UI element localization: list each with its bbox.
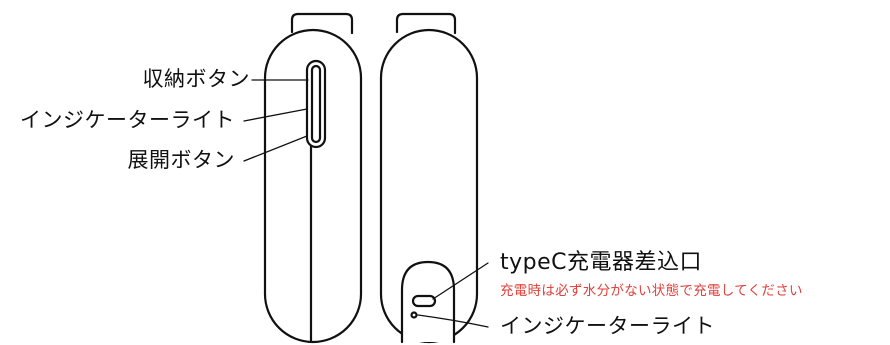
charging-warning: 充電時は必ず水分がない状態で充電してください <box>500 283 803 299</box>
typec-port-icon <box>411 294 437 308</box>
port-cover <box>400 260 456 344</box>
deploy-button-label: 展開ボタン <box>127 148 235 172</box>
indicator-led-icon <box>410 311 418 319</box>
leader-deploy <box>243 135 308 162</box>
leader-lines <box>243 79 489 328</box>
leader-indicator-left <box>243 108 308 122</box>
button-slot <box>305 59 327 149</box>
indicator-light-label-front: インジケーターライト <box>20 108 235 132</box>
leader-indicator-right <box>417 314 489 328</box>
front-view-device <box>263 12 363 344</box>
front-clip <box>290 12 354 35</box>
typec-port-label: typeC充電器差込口 <box>500 250 703 275</box>
leader-typec <box>432 262 489 300</box>
front-body <box>263 28 363 344</box>
retract-button-label: 収納ボタン <box>142 67 250 91</box>
button-slot-inner <box>310 64 322 144</box>
back-view-device <box>379 12 479 344</box>
indicator-light-label-back: インジケーターライト <box>500 314 715 338</box>
back-clip <box>395 12 457 35</box>
